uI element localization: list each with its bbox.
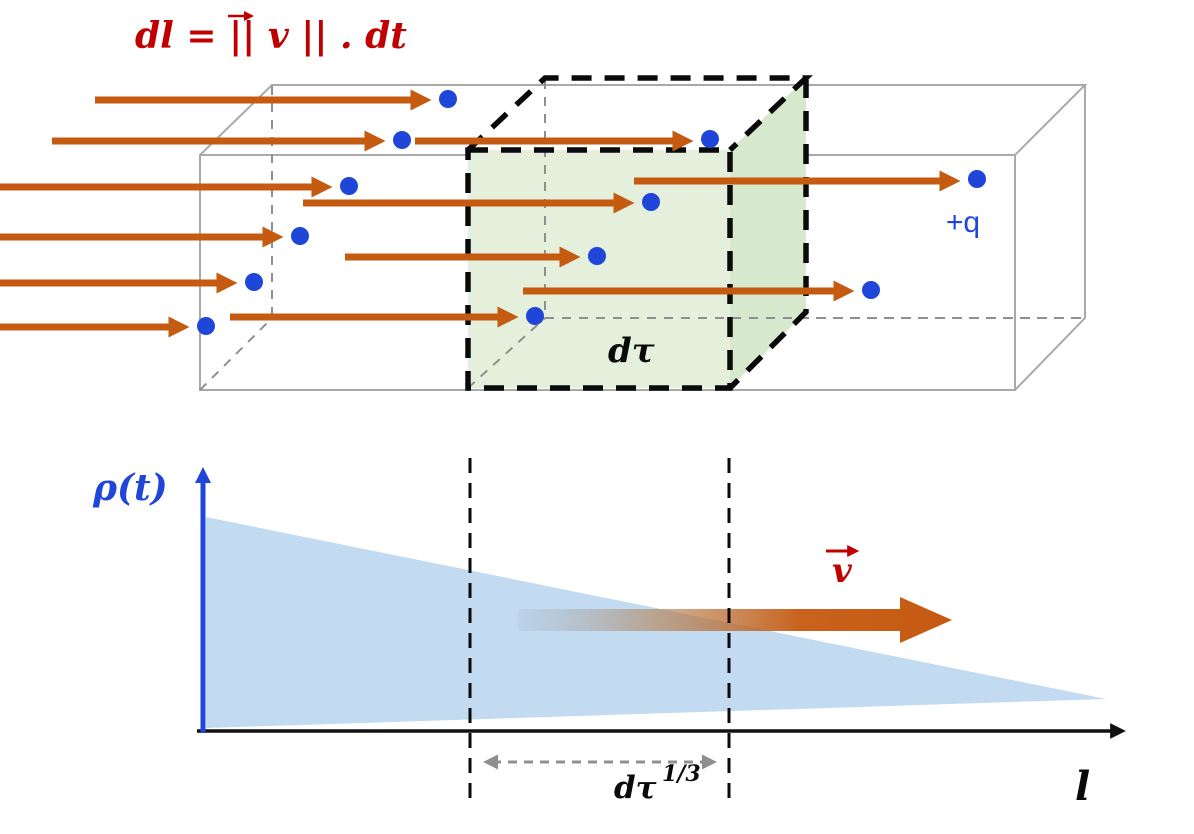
interval-width-label-base: dτ: [614, 770, 657, 806]
charge-dot: [340, 177, 358, 195]
charge-dot: [588, 247, 606, 265]
density-axis-label: ρ(t): [92, 467, 168, 509]
charge-dot: [862, 281, 880, 299]
interval-dashed-lines: [468, 458, 731, 800]
interval-width-label-exponent: 1/3: [662, 761, 701, 787]
charge-dot: [245, 273, 263, 291]
charge-dot: [291, 227, 309, 245]
volume-element-side-face: [730, 78, 806, 388]
conductor-box-hidden-edges: [199, 86, 1085, 391]
charge-dot: [968, 170, 986, 188]
volume-element-hidden-edges: [467, 80, 1085, 389]
charge-dot: [197, 317, 215, 335]
volume-label: dτ: [608, 331, 655, 371]
volume-element-cube-edges: [465, 75, 813, 391]
charge-dot: [701, 130, 719, 148]
formula-dl-suffix: || . dt: [301, 15, 407, 57]
charge-arrows: [0, 89, 961, 338]
charge-dot: [642, 193, 660, 211]
velocity-arrow: [518, 597, 952, 643]
formula-dl-prefix: dl = ||: [135, 15, 255, 57]
velocity-label: v: [832, 551, 853, 591]
formula-dl: dl = || v || . dt: [135, 15, 407, 57]
formula-dl-v: v: [268, 15, 290, 57]
charge-dots: [197, 90, 986, 335]
charge-dot: [526, 307, 544, 325]
charge-label: +q: [946, 206, 980, 239]
charge-dot: [393, 131, 411, 149]
charge-dot: [439, 90, 457, 108]
length-axis-label: l: [1075, 763, 1090, 810]
